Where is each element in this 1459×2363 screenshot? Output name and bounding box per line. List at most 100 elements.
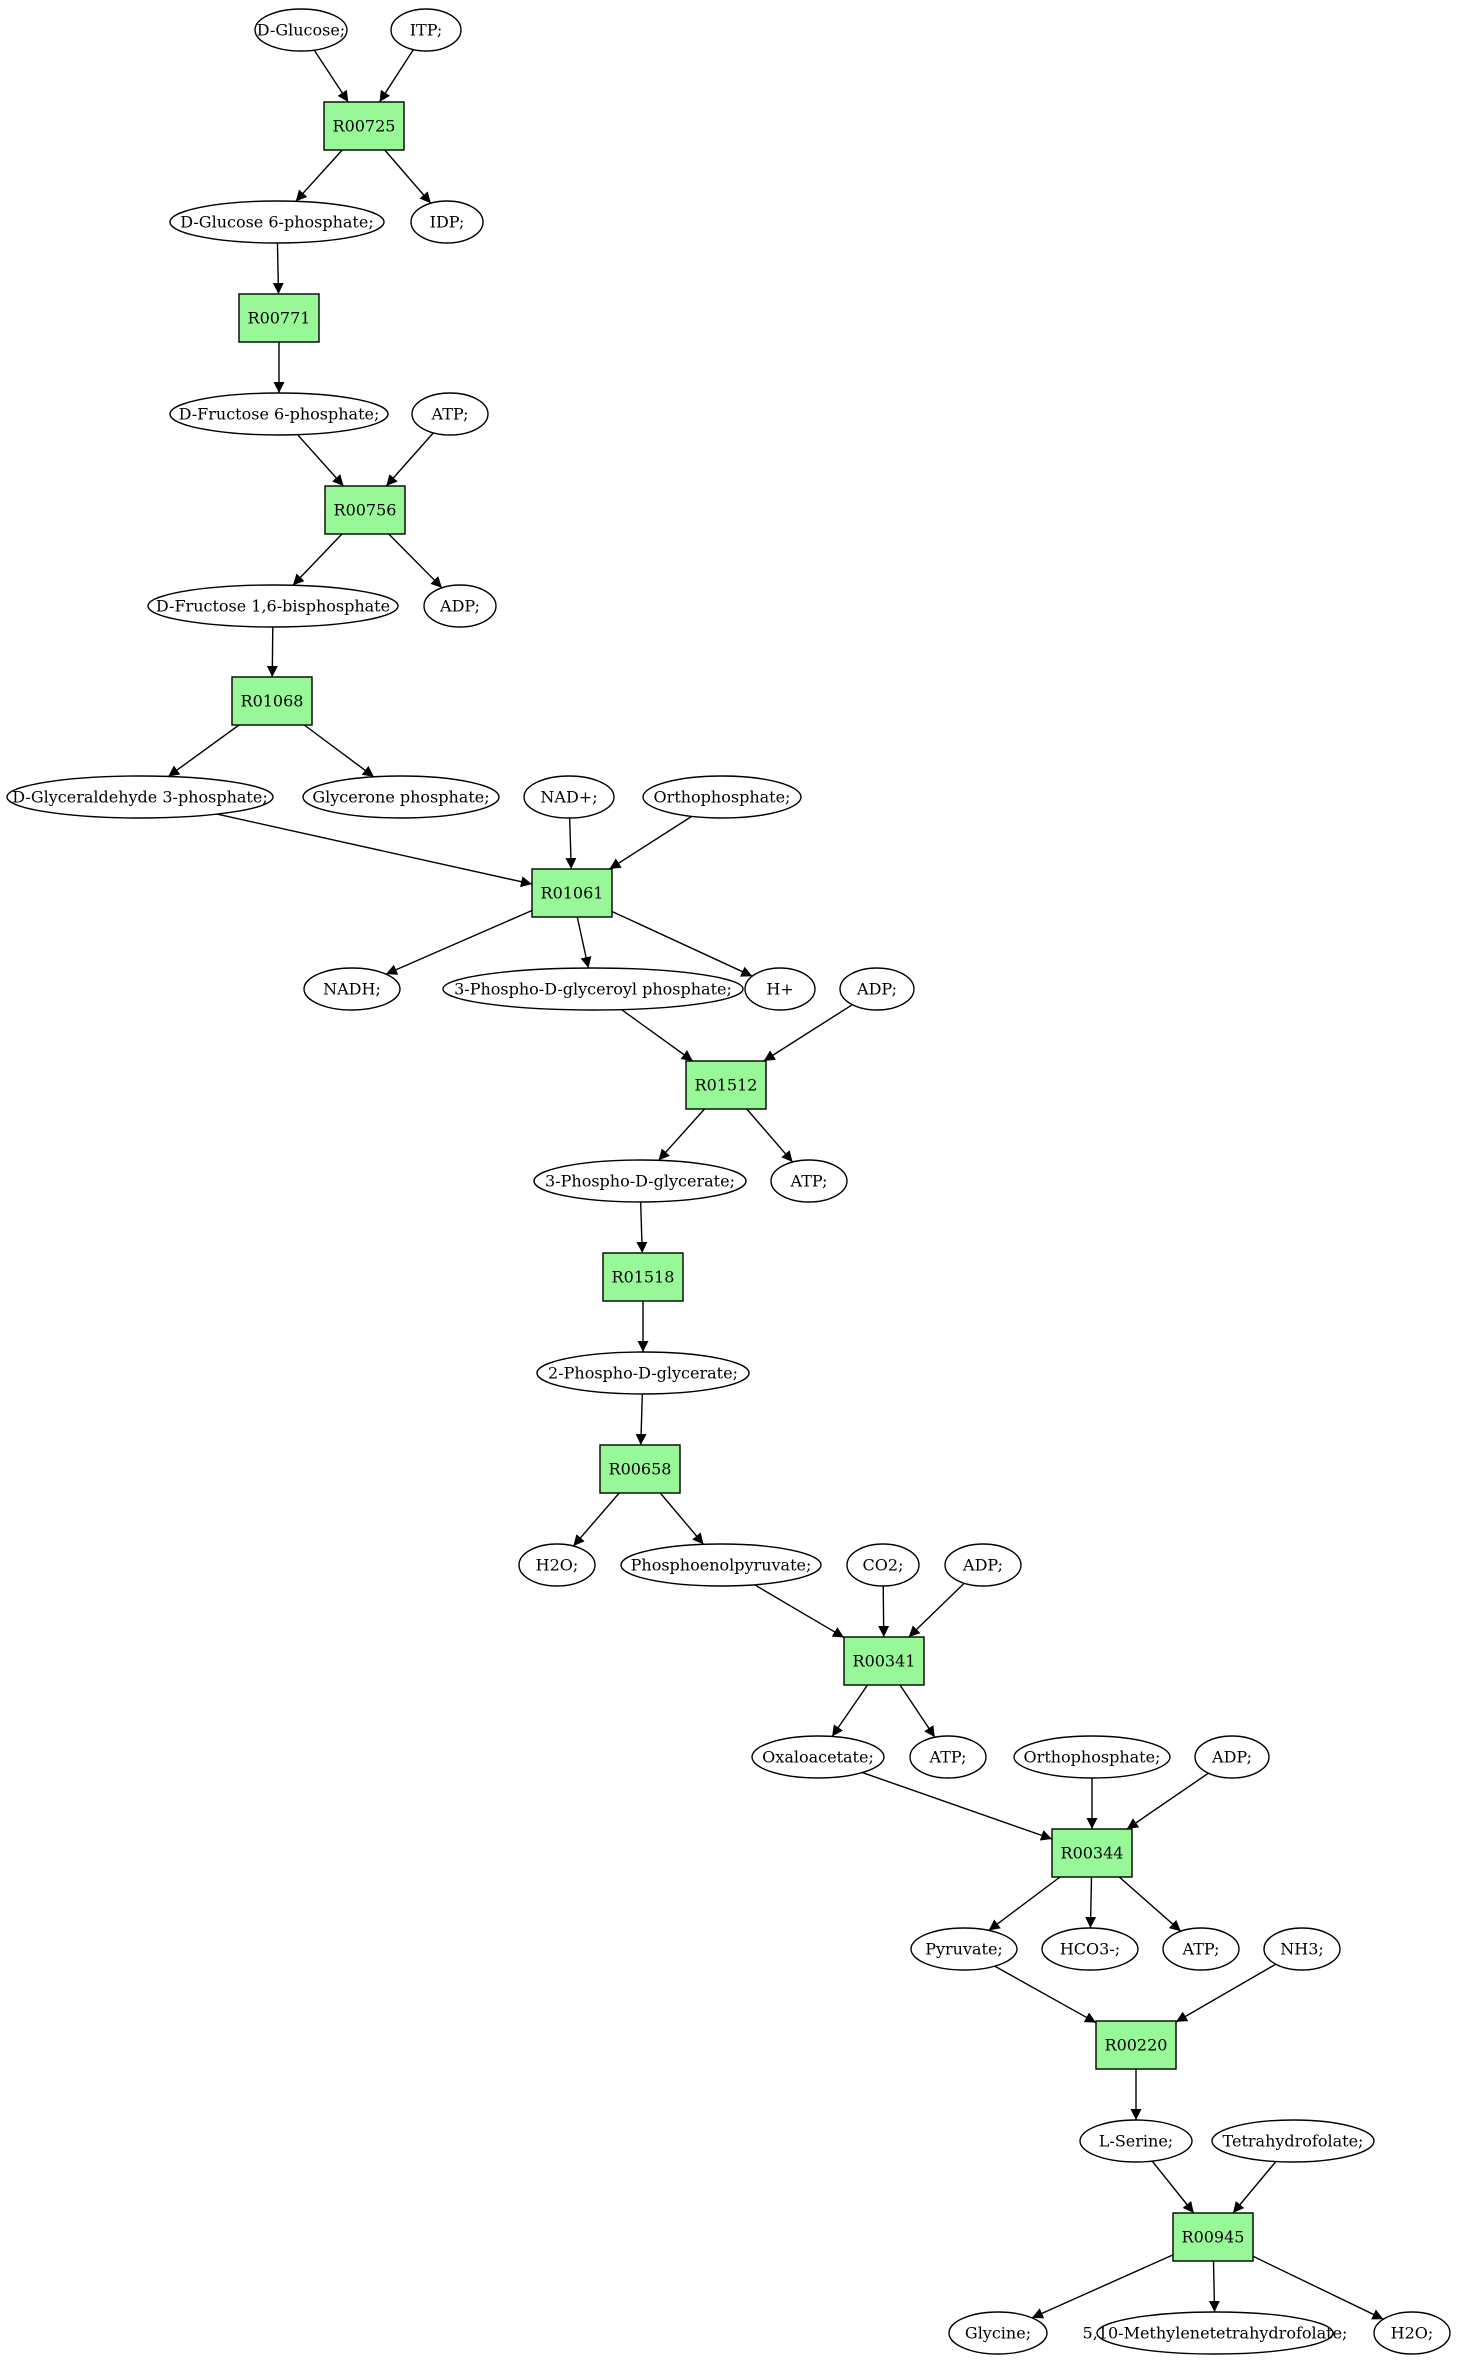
node-label: H2O;	[1391, 2324, 1434, 2343]
reaction-box	[531, 868, 613, 918]
metabolite-ellipse	[1194, 1735, 1270, 1779]
edge-r00658-to-pep	[659, 1492, 705, 1545]
reaction-node-r00945: R00945	[1172, 2212, 1254, 2262]
edge-ser-to-r00945	[1151, 2160, 1195, 2214]
metabolite-ellipse	[533, 1159, 747, 1203]
node-label: ATP;	[431, 405, 469, 424]
metabolite-ellipse	[1162, 1927, 1240, 1971]
edge-r01512-to-atp2	[746, 1108, 794, 1163]
node-label: R00756	[334, 501, 397, 520]
edge-f6p-to-r00756	[297, 434, 345, 487]
node-label: NADH;	[323, 980, 381, 999]
edge-adp3-to-r00341	[908, 1582, 965, 1638]
metabolite-ellipse	[254, 8, 348, 52]
metabolite-ellipse	[169, 200, 385, 244]
metabolite-node-thf: Tetrahydrofolate;	[1211, 2119, 1375, 2163]
metabolite-node-pyr: Pyruvate;	[910, 1927, 1018, 1971]
metabolite-ellipse	[839, 967, 915, 1011]
metabolite-node-h2o2: H2O;	[1373, 2311, 1451, 2355]
reaction-box	[324, 485, 406, 535]
metabolite-ellipse	[846, 1543, 920, 1587]
edge-thf-to-r00945	[1232, 2161, 1277, 2214]
node-label: Orthophosphate;	[1024, 1748, 1161, 1767]
node-label: NAD+;	[540, 788, 597, 807]
metabolite-node-pep: Phosphoenolpyruvate;	[620, 1543, 822, 1587]
reaction-box	[1172, 2212, 1254, 2262]
metabolite-node-adp4: ADP;	[1194, 1735, 1270, 1779]
reaction-node-r01068: R01068	[231, 676, 313, 726]
reaction-box	[1095, 2020, 1177, 2070]
node-label: HCO3-;	[1060, 1940, 1120, 1959]
node-label: 3-Phospho-D-glyceroyl phosphate;	[454, 980, 732, 999]
edge-r00344-to-atp4	[1118, 1876, 1182, 1932]
edge-r00756-to-adp1	[388, 533, 443, 589]
edge-itp-to-r00725	[378, 49, 414, 103]
edge-r00756-to-fbp	[292, 533, 343, 586]
node-label: R00344	[1061, 1844, 1124, 1863]
edge-co2-to-r00341	[878, 1585, 890, 1638]
node-label: R01061	[541, 884, 604, 903]
metabolite-ellipse	[302, 775, 500, 819]
node-label: Oxaloacetate;	[762, 1748, 874, 1767]
metabolite-ellipse	[1373, 2311, 1451, 2355]
metabolite-node-g3p: D-Glyceraldehyde 3-phosphate;	[6, 775, 274, 819]
edge-r00658-to-h2o1	[572, 1492, 620, 1547]
reaction-box	[1051, 1828, 1133, 1878]
node-label: R00945	[1182, 2228, 1245, 2247]
edge-atp1-to-r00756	[385, 432, 434, 487]
edge-adp2-to-r01512	[763, 1004, 853, 1062]
metabolite-node-dhap: Glycerone phosphate;	[302, 775, 500, 819]
edges-layer	[167, 49, 1384, 2320]
edge-pg2-to-r00658	[635, 1393, 647, 1446]
node-label: D-Glucose 6-phosphate;	[180, 213, 373, 232]
metabolite-node-nh3: NH3;	[1263, 1927, 1341, 1971]
edge-d_glucose-to-r00725	[313, 49, 349, 103]
node-label: IDP;	[430, 213, 465, 232]
node-label: H2O;	[536, 1556, 579, 1575]
metabolite-ellipse	[751, 1735, 885, 1779]
edge-r00344-to-pyr	[988, 1876, 1061, 1931]
edge-nh3-to-r00220	[1175, 1963, 1277, 2023]
edge-r00945-to-gly	[1031, 2254, 1174, 2319]
reaction-node-r00344: R00344	[1051, 1828, 1133, 1878]
metabolite-ellipse	[1079, 2119, 1193, 2163]
node-label: R00771	[248, 309, 311, 328]
edge-fbp-to-r01068	[266, 626, 278, 678]
metabolite-ellipse	[944, 1543, 1022, 1587]
node-label: ATP;	[1182, 1940, 1220, 1959]
metabolite-ellipse	[523, 775, 615, 819]
edge-pi1-to-r01061	[609, 815, 693, 870]
edge-r00945-to-h2o2	[1252, 2255, 1384, 2320]
metabolite-node-pi2: Orthophosphate;	[1013, 1735, 1171, 1779]
metabolite-ellipse	[303, 967, 401, 1011]
reaction-box	[843, 1636, 925, 1686]
node-label: CO2;	[863, 1556, 904, 1575]
edge-r00725-to-idp	[384, 149, 432, 204]
metabolite-node-adp3: ADP;	[944, 1543, 1022, 1587]
node-label: R00220	[1105, 2036, 1168, 2055]
metabolite-node-co2: CO2;	[846, 1543, 920, 1587]
node-label: Phosphoenolpyruvate;	[631, 1556, 812, 1575]
edge-r01068-to-g3p	[167, 724, 240, 778]
reaction-node-r00771: R00771	[238, 293, 320, 343]
edge-r00344-to-hco3	[1085, 1876, 1097, 1929]
metabolite-ellipse	[1041, 1927, 1139, 1971]
node-label: R00725	[333, 117, 396, 136]
edge-r01512-to-pg3	[658, 1108, 706, 1161]
edge-r01068-to-dhap	[303, 724, 375, 778]
metabolite-node-pg2: 2-Phospho-D-glycerate;	[536, 1351, 750, 1395]
node-label: ADP;	[1211, 1748, 1252, 1767]
edge-r00341-to-oaa	[831, 1684, 869, 1737]
reaction-node-r01512: R01512	[685, 1060, 767, 1110]
metabolite-ellipse	[423, 584, 497, 628]
edge-r00725-to-g6p	[295, 149, 343, 202]
metabolite-node-g6p: D-Glucose 6-phosphate;	[169, 200, 385, 244]
node-label: ADP;	[856, 980, 897, 999]
metabolite-ellipse	[1013, 1735, 1171, 1779]
node-label: Pyruvate;	[925, 1940, 1003, 1959]
metabolite-ellipse	[390, 8, 462, 52]
metabolite-ellipse	[909, 1735, 987, 1779]
metabolite-ellipse	[536, 1351, 750, 1395]
